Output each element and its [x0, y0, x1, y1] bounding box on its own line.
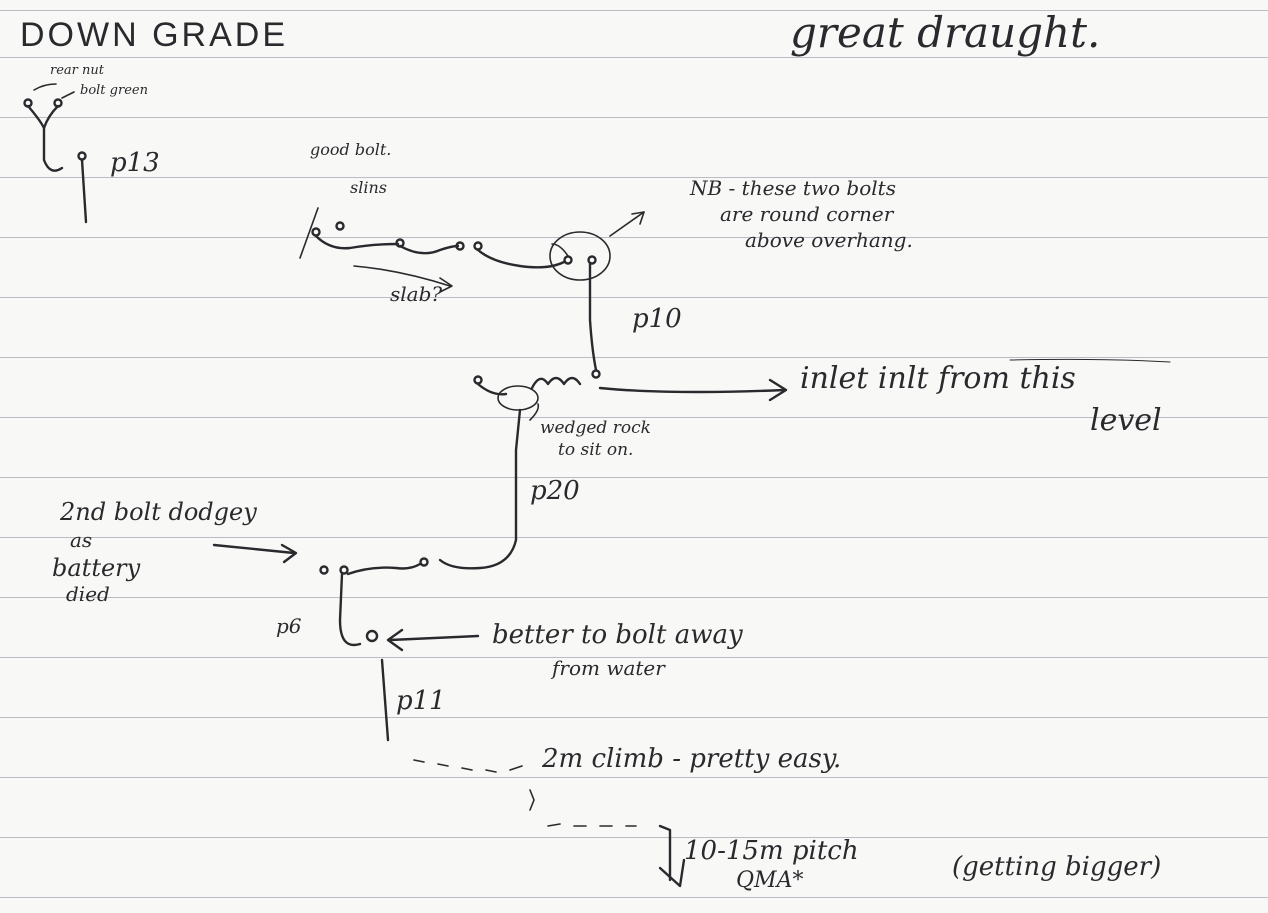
p11-label: p11 — [396, 686, 446, 716]
dodgy-bolt-line1: 2nd bolt dodgey — [60, 498, 257, 526]
ruled-line — [0, 537, 1268, 538]
better-bolt-line1: better to bolt away — [492, 620, 743, 650]
ruled-line — [0, 117, 1268, 118]
ruled-line — [0, 57, 1268, 58]
ruled-line — [0, 357, 1268, 358]
ruled-line — [0, 837, 1268, 838]
dodgy-bolt-line4: died — [66, 582, 110, 606]
p6-label: p6 — [276, 614, 302, 638]
p13-label: p13 — [110, 148, 160, 178]
ruled-line — [0, 477, 1268, 478]
wedged-rock-line1: wedged rock — [540, 418, 651, 438]
pitch-note-line1: 10-15m pitch — [684, 836, 859, 866]
good-bolt-label: good bolt. — [310, 140, 392, 159]
great-draught-heading: great draught. — [790, 8, 1101, 57]
ruled-line — [0, 657, 1268, 658]
ruled-line — [0, 297, 1268, 298]
ruled-line — [0, 597, 1268, 598]
p13-rigging — [23, 83, 88, 224]
traverse-rigging — [299, 207, 645, 372]
slings-label: slins — [350, 178, 387, 197]
ruled-line — [0, 237, 1268, 238]
climb-note: 2m climb - pretty easy. — [542, 744, 842, 774]
page-title-down-grade: DOWN GRADE — [20, 16, 288, 54]
nb-note-line2: are round corner — [720, 202, 894, 226]
ruled-line — [0, 10, 1268, 11]
inlet-note-line2: level — [1090, 403, 1162, 438]
dodgy-bolt-line3: battery — [52, 554, 141, 582]
p20-label: p20 — [530, 476, 580, 506]
ruled-line — [0, 897, 1268, 898]
inlet-note-line1: inlet inlt from this — [800, 361, 1076, 396]
ruled-line — [0, 417, 1268, 418]
slab-label: slab? — [390, 282, 443, 306]
pitch-note-line3: (getting bigger) — [952, 852, 1162, 882]
dodgy-bolt-line2: as — [70, 528, 93, 552]
bolt-green-label: bolt green — [80, 83, 148, 98]
ruled-line — [0, 177, 1268, 178]
wedged-rock-line2: to sit on. — [558, 440, 634, 460]
ruled-line — [0, 717, 1268, 718]
nb-note-line1: NB - these two bolts — [690, 176, 896, 200]
rear-nut-label: rear nut — [50, 63, 104, 78]
p10-label: p10 — [632, 304, 682, 334]
pitch-note-line2: QMA* — [736, 868, 804, 893]
nb-note-line3: above overhang. — [745, 228, 913, 252]
p6-p11-rigging — [212, 543, 686, 888]
ruled-line — [0, 777, 1268, 778]
better-bolt-line2: from water — [552, 656, 665, 680]
p20-rigging — [438, 369, 788, 570]
